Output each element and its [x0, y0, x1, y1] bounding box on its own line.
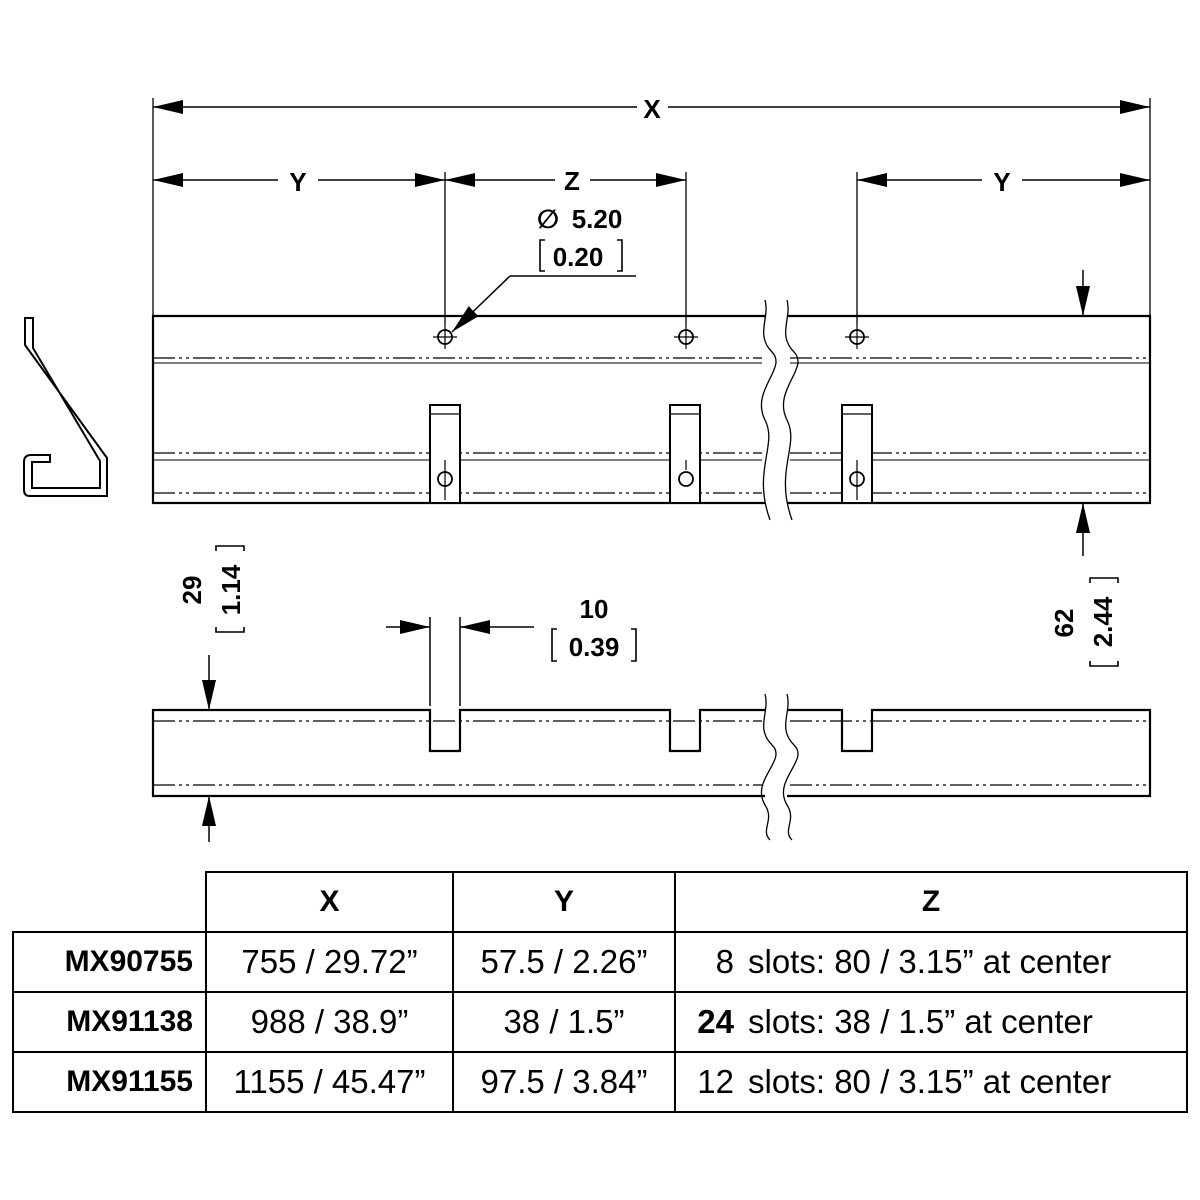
front-slots	[429, 404, 873, 504]
dim-y-left-label: Y	[289, 167, 306, 197]
depth-in-brackets	[215, 545, 245, 633]
slot-width-mm: 10	[580, 594, 609, 624]
dim-z-label: Z	[564, 166, 580, 196]
hole-diameter-in: 0.20	[553, 242, 604, 272]
technical-drawing: X Y Z Y ∅ 5.20 0.20	[23, 94, 1152, 842]
profile-section	[23, 317, 108, 497]
depth-mm: 29	[177, 576, 207, 605]
slot-spec: slots: 38 / 1.5” at center	[748, 1003, 1093, 1040]
slot-count: 8	[715, 943, 734, 980]
front-view	[151, 299, 1152, 521]
x-cell: 755 / 29.72”	[205, 931, 454, 993]
top-view	[151, 693, 1152, 841]
height-mm: 62	[1049, 609, 1079, 638]
dimension-slot-width	[386, 617, 534, 706]
table-header-row: X Y Z	[13, 871, 1188, 933]
y-cell: 38 / 1.5”	[452, 991, 676, 1053]
slot-spec: slots: 80 / 3.15” at center	[748, 1063, 1112, 1100]
table-row: MX91155 1155 / 45.47” 97.5 / 3.84” 12 slo…	[12, 1051, 1188, 1113]
z-cell: 12 slots: 80 / 3.15” at center	[674, 1051, 1188, 1113]
x-cell: 1155 / 45.47”	[205, 1051, 454, 1113]
slot-width-in: 0.39	[569, 632, 620, 662]
header-x: X	[205, 871, 454, 933]
slot-2	[669, 404, 701, 504]
slot-1	[429, 404, 461, 504]
y-cell: 97.5 / 3.84”	[452, 1051, 676, 1113]
header-z: Z	[674, 871, 1188, 933]
extension-lines	[152, 98, 1151, 325]
table-row: MX90755 755 / 29.72” 57.5 / 2.26” 8 slots…	[12, 931, 1188, 993]
dim-x-label: X	[643, 94, 661, 124]
table-row: MX91138 988 / 38.9” 38 / 1.5” 24 slots: 3…	[12, 991, 1188, 1053]
slot-count: 24	[697, 1003, 734, 1040]
model-cell: MX90755	[12, 931, 207, 993]
height-in: 2.44	[1088, 596, 1118, 647]
z-cell: 8 slots: 80 / 3.15” at center	[674, 931, 1188, 993]
slot-count: 12	[697, 1063, 734, 1100]
slot-width-brackets	[551, 628, 637, 662]
dim-y-right-label: Y	[993, 167, 1010, 197]
spec-table: X Y Z MX90755 755 / 29.72” 57.5 / 2.26” …	[12, 871, 1188, 1113]
hole-leader	[451, 275, 636, 333]
depth-in: 1.14	[216, 564, 246, 615]
header-y: Y	[452, 871, 676, 933]
model-cell: MX91155	[12, 1051, 207, 1113]
table-corner	[13, 872, 207, 933]
mounting-holes	[433, 325, 869, 349]
hole-diameter-mm: 5.20	[572, 204, 623, 234]
hole-diameter-symbol: ∅	[537, 204, 559, 234]
hole-diameter-brackets	[539, 239, 623, 272]
height-in-brackets	[1089, 577, 1119, 667]
y-cell: 57.5 / 2.26”	[452, 931, 676, 993]
x-cell: 988 / 38.9”	[205, 991, 454, 1053]
slot-3	[841, 404, 873, 504]
slot-spec: slots: 80 / 3.15” at center	[748, 943, 1112, 980]
z-cell: 24 slots: 38 / 1.5” at center	[674, 991, 1188, 1053]
model-cell: MX91138	[12, 991, 207, 1053]
